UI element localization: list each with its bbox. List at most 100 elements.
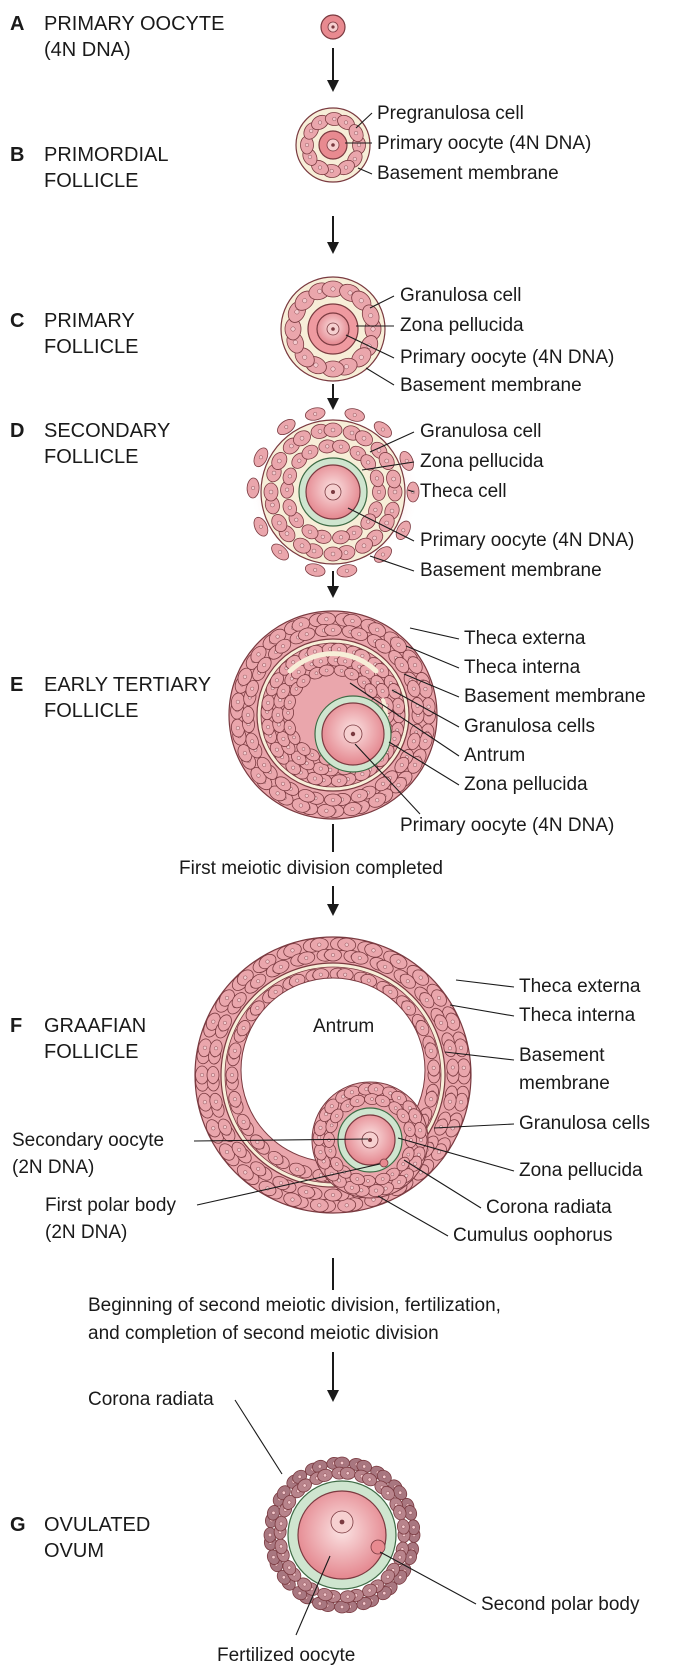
cell-nucleus <box>318 120 323 125</box>
stage-b-name-line2: FOLLICLE <box>44 170 138 192</box>
cell-nucleus <box>343 972 348 977</box>
cell-nucleus <box>281 1575 286 1580</box>
cell-nucleus <box>331 628 335 632</box>
cell-nucleus <box>290 1197 295 1202</box>
cell-nucleus <box>329 1104 334 1109</box>
cell-nucleus <box>317 429 323 434</box>
cell-nucleus <box>298 803 303 808</box>
cell-nucleus <box>424 998 429 1003</box>
cell-nucleus <box>401 1114 405 1118</box>
cell-nucleus <box>266 701 270 705</box>
cell-nucleus <box>406 1006 411 1010</box>
step-second-meiotic-line1: Beginning of second meiotic division, fe… <box>88 1295 501 1316</box>
cell-nucleus <box>358 354 364 360</box>
cell-nucleus <box>302 1582 307 1587</box>
cell-nucleus <box>284 425 289 429</box>
secondary-follicle-illustration <box>246 407 420 578</box>
cell-nucleus <box>332 116 337 121</box>
cell-nucleus <box>401 528 406 533</box>
cell-nucleus <box>381 1177 385 1181</box>
cell-nucleus <box>404 458 409 463</box>
cell-nucleus <box>312 776 317 781</box>
cell-nucleus <box>241 1120 246 1124</box>
cell-nucleus <box>318 1150 323 1155</box>
cell-nucleus <box>413 1161 418 1166</box>
cell-nucleus <box>357 793 362 798</box>
cell-nucleus <box>396 642 401 647</box>
cell-nucleus <box>297 458 302 463</box>
cell-nucleus <box>222 1021 227 1025</box>
cell-nucleus <box>222 1125 227 1130</box>
cell-nucleus <box>399 663 404 667</box>
label-d-primary-oocyte: Primary oocyte (4N DNA) <box>420 530 634 551</box>
cell-nucleus <box>380 427 385 432</box>
cell-nucleus <box>362 680 366 685</box>
cell-nucleus <box>359 1188 364 1193</box>
stage-e: E EARLY TERTIARY FOLLICLE Theca externa … <box>10 610 646 836</box>
stage-g-letter: G <box>10 1514 26 1536</box>
stage-b: B PRIMORDIAL FOLLICLE Pregranulosa cell … <box>10 103 591 192</box>
cell-nucleus <box>382 1591 387 1596</box>
first-polar-body <box>379 1158 389 1168</box>
cell-nucleus <box>311 548 317 554</box>
cell-nucleus <box>366 460 371 465</box>
label-f-first-polar-body-dna: (2N DNA) <box>45 1222 127 1243</box>
cell-nucleus <box>354 131 359 136</box>
cell-nucleus <box>268 1533 272 1537</box>
cell-nucleus <box>335 1162 339 1166</box>
stage-g-name-line2: OVUM <box>44 1540 104 1562</box>
cell-nucleus <box>281 1490 286 1495</box>
stage-e-name-line2: FOLLICLE <box>44 700 138 722</box>
cell-nucleus <box>318 972 323 977</box>
theca-interna-e <box>241 623 425 807</box>
cell-nucleus <box>324 617 329 622</box>
cell-nucleus <box>330 366 336 372</box>
cell-nucleus <box>298 622 303 627</box>
stage-c-name-line1: PRIMARY <box>44 310 135 332</box>
cell-nucleus <box>232 1097 237 1102</box>
cell-nucleus <box>211 1126 216 1131</box>
cell-nucleus <box>324 1112 328 1117</box>
label-c-primary-oocyte: Primary oocyte (4N DNA) <box>400 347 614 368</box>
cell-nucleus <box>339 535 344 540</box>
cell-nucleus <box>426 704 431 709</box>
cell-nucleus <box>411 686 416 691</box>
cell-nucleus <box>349 1185 354 1190</box>
cell-nucleus <box>360 654 365 658</box>
label-f-basement: Basement <box>519 1045 605 1066</box>
arrow-c-to-d <box>327 384 339 410</box>
cell-nucleus <box>304 1190 309 1194</box>
cell-nucleus <box>313 362 319 368</box>
cell-nucleus <box>235 699 240 704</box>
cell-nucleus <box>379 668 384 673</box>
stage-f-name-line2: FOLLICLE <box>44 1041 138 1063</box>
cell-nucleus <box>339 444 344 449</box>
cell-nucleus <box>343 659 348 664</box>
cell-nucleus <box>317 1203 322 1208</box>
cell-nucleus <box>271 470 277 476</box>
cell-nucleus <box>243 1170 248 1175</box>
cell-nucleus <box>237 1147 242 1152</box>
cell-nucleus <box>352 413 357 417</box>
cell-nucleus <box>308 450 313 455</box>
cell-nucleus <box>309 128 314 133</box>
cell-nucleus <box>344 942 349 947</box>
cell-nucleus <box>329 168 334 173</box>
cell-nucleus <box>381 781 385 786</box>
cell-nucleus <box>241 1026 246 1031</box>
cell-nucleus <box>288 726 292 730</box>
cell-nucleus <box>256 979 261 984</box>
cell-nucleus <box>290 326 296 332</box>
cell-nucleus <box>318 165 323 170</box>
cell-nucleus <box>350 807 355 812</box>
label-f-granulosa-cells: Granulosa cells <box>519 1113 650 1134</box>
cell-nucleus <box>401 1524 406 1529</box>
arrow-step1-to-f <box>327 886 339 916</box>
graafian-follicle-illustration <box>194 936 472 1214</box>
cell-nucleus <box>337 1178 341 1183</box>
cell-nucleus <box>362 1464 367 1469</box>
cell-nucleus <box>297 1474 302 1479</box>
cell-nucleus <box>230 1073 234 1077</box>
cell-nucleus <box>413 663 418 668</box>
